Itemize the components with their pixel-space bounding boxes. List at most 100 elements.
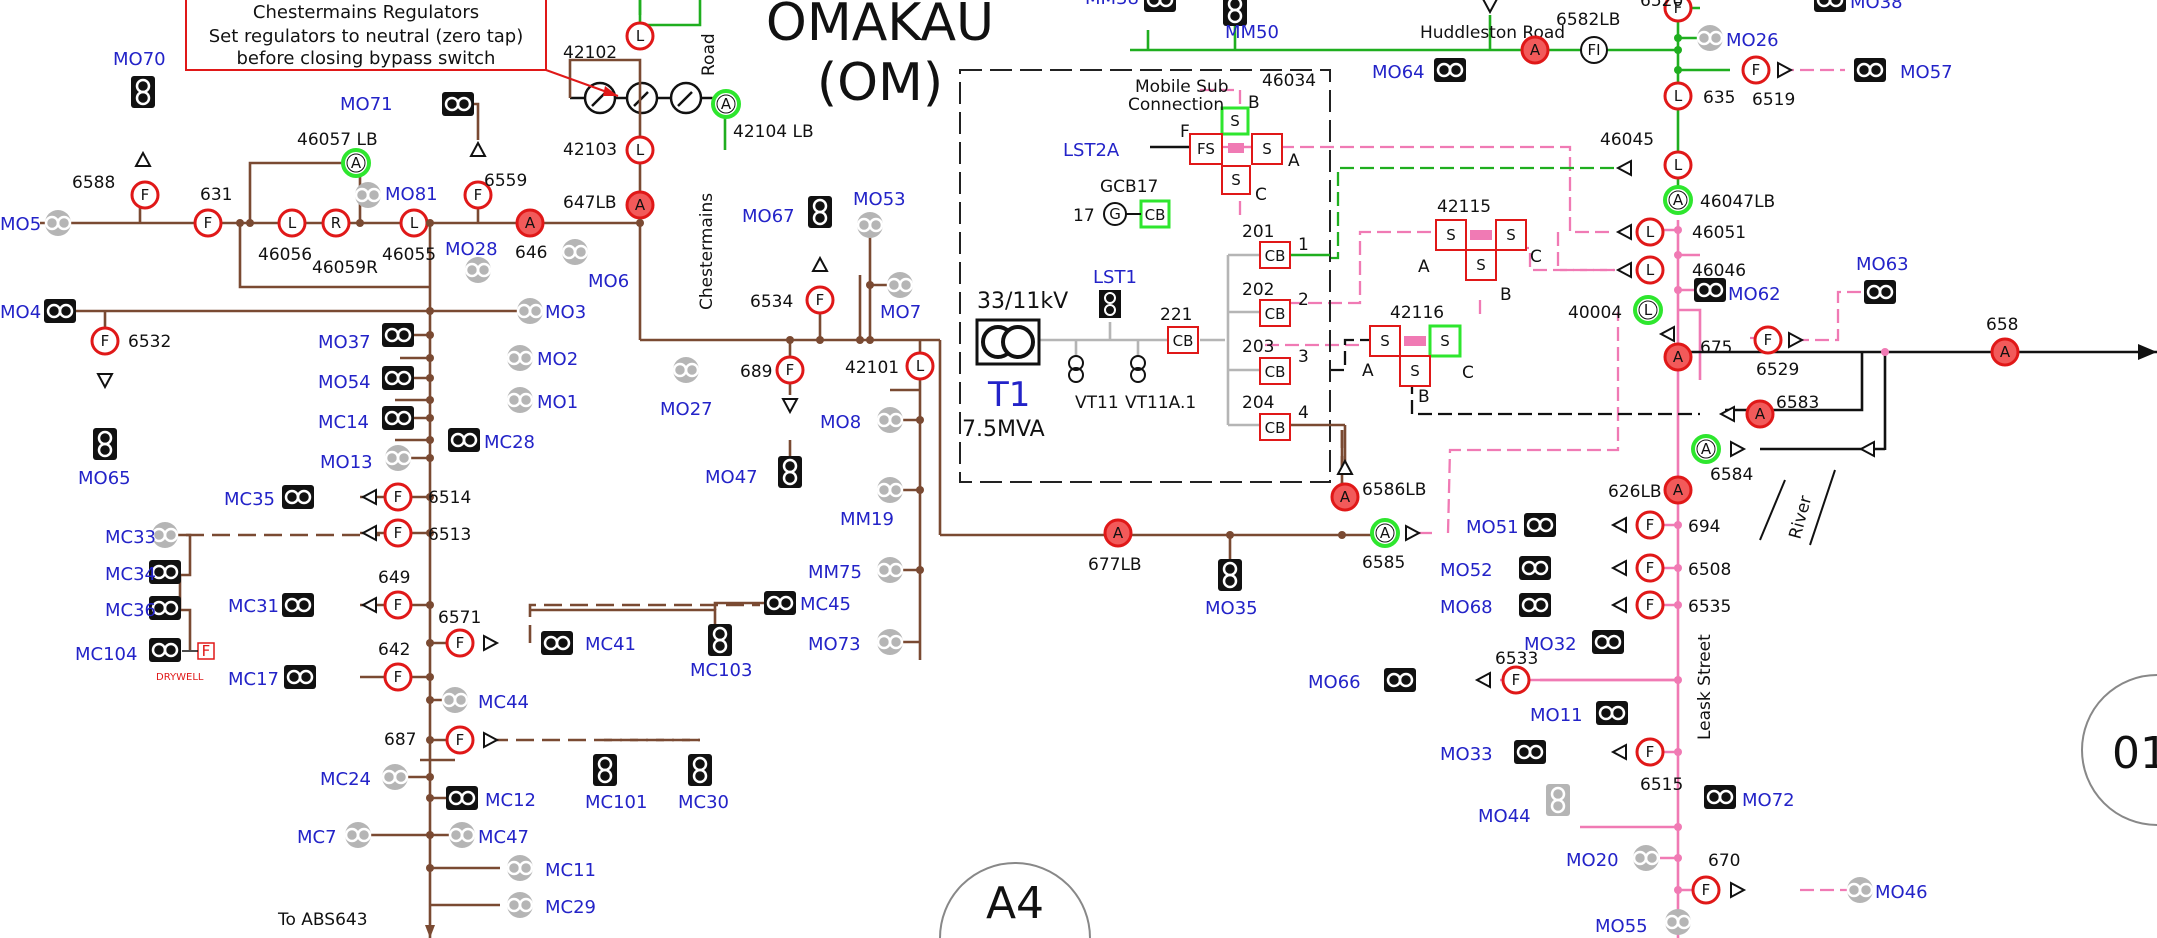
fuse-6515[interactable]: F <box>1635 737 1665 767</box>
transformer-mc24-icon[interactable] <box>381 764 409 790</box>
fuse-6588[interactable]: F <box>130 180 160 210</box>
switch-42115[interactable]: S S S <box>1435 219 1527 281</box>
transformer-mo28-icon[interactable] <box>464 257 492 283</box>
transformer-mo52-icon[interactable] <box>1519 556 1551 580</box>
transformer-mo62-icon[interactable] <box>1694 278 1726 302</box>
switch-40004[interactable]: L <box>1633 295 1663 325</box>
switch-42102[interactable]: L <box>625 21 655 51</box>
switch-6585[interactable]: A <box>1370 518 1400 548</box>
transformer-mm38-icon[interactable] <box>1144 0 1176 12</box>
fuse-694[interactable]: F <box>1635 510 1665 540</box>
transformer-mo26-icon[interactable] <box>1696 25 1724 51</box>
fuse-649[interactable]: F <box>383 590 413 620</box>
transformer-mo81-icon[interactable] <box>354 182 382 208</box>
transformer-mo35-icon[interactable] <box>1218 559 1242 591</box>
switch-46047[interactable]: A <box>1663 185 1693 215</box>
transformer-mo6-icon[interactable] <box>561 239 589 265</box>
fuse-689[interactable]: F <box>775 355 805 385</box>
transformer-mo67-icon[interactable] <box>808 196 832 228</box>
transformer-mo11-icon[interactable] <box>1596 701 1628 725</box>
cb-221[interactable]: CB <box>1167 326 1199 354</box>
transformer-mo46-icon[interactable] <box>1846 877 1874 903</box>
transformer-mo32-icon[interactable] <box>1592 630 1624 654</box>
fuse-6519[interactable]: F <box>1741 55 1771 85</box>
switch-626[interactable]: A <box>1663 475 1693 505</box>
transformer-mo1-icon[interactable] <box>506 387 534 413</box>
transformer-mo66-icon[interactable] <box>1384 668 1416 692</box>
fuse-631[interactable]: F <box>193 208 223 238</box>
transformer-mc41-icon[interactable] <box>541 631 573 655</box>
switch-6582[interactable]: A <box>1520 35 1550 65</box>
transformer-mo57-icon[interactable] <box>1854 58 1886 82</box>
transformer-mo47-icon[interactable] <box>778 456 802 488</box>
cb-203[interactable]: CB <box>1259 357 1291 385</box>
transformer-mo68-icon[interactable] <box>1519 593 1551 617</box>
transformer-mc44-icon[interactable] <box>441 687 469 713</box>
transformer-mo71-icon[interactable] <box>442 92 474 116</box>
fuse-687[interactable]: F <box>445 725 475 755</box>
transformer-mo7-icon[interactable] <box>886 272 914 298</box>
switch-675[interactable]: A <box>1663 342 1693 372</box>
transformer-mo5-icon[interactable] <box>44 210 72 236</box>
switch-646[interactable]: A <box>515 208 545 238</box>
switch-42101[interactable]: L <box>905 351 935 381</box>
transformer-mc12-icon[interactable] <box>446 786 478 810</box>
switch-42104[interactable]: A <box>711 89 741 119</box>
switch-46045[interactable]: L <box>1663 150 1693 180</box>
transformer-mo33-icon[interactable] <box>1514 740 1546 764</box>
fuse-6559[interactable]: F <box>463 180 493 210</box>
transformer-mo8-icon[interactable] <box>876 407 904 433</box>
cb-204[interactable]: CB <box>1259 413 1291 441</box>
transformer-mo72-icon[interactable] <box>1704 785 1736 809</box>
transformer-mc29-icon[interactable] <box>506 892 534 918</box>
transformer-mc36-icon[interactable] <box>149 596 181 620</box>
fuse-6571[interactable]: F <box>445 628 475 658</box>
transformer-mo38-icon[interactable] <box>1814 0 1846 12</box>
transformer-mo64-icon[interactable] <box>1434 58 1466 82</box>
transformer-mc34-icon[interactable] <box>149 560 181 584</box>
switch-6584[interactable]: A <box>1691 434 1721 464</box>
transformer-mc104-icon[interactable] <box>149 638 181 662</box>
switch-46051[interactable]: L <box>1635 217 1665 247</box>
transformer-mc30-icon[interactable] <box>688 754 712 786</box>
switch-46056[interactable]: L <box>277 208 307 238</box>
transformer-mo65-icon[interactable] <box>93 428 117 460</box>
transformer-mc103-icon[interactable] <box>708 624 732 656</box>
transformer-mc7-icon[interactable] <box>344 822 372 848</box>
transformer-mo53-icon[interactable] <box>856 212 884 238</box>
fuse-6529[interactable]: F <box>1753 325 1783 355</box>
switch-42116[interactable]: S S S <box>1369 324 1462 387</box>
fuse-6532[interactable]: F <box>90 326 120 356</box>
switch-46055[interactable]: L <box>399 208 429 238</box>
fuse-6520[interactable]: F <box>1663 0 1693 23</box>
transformer-mo2-icon[interactable] <box>506 345 534 371</box>
transformer-mo44-icon[interactable] <box>1546 784 1570 816</box>
transformer-mo70-icon[interactable] <box>131 76 155 108</box>
switch-658[interactable]: A <box>1990 337 2020 367</box>
fuse-642[interactable]: F <box>383 662 413 692</box>
transformer-mc35-icon[interactable] <box>282 485 314 509</box>
transformer-mo3-icon[interactable] <box>516 298 544 324</box>
transformer-mo4-icon[interactable] <box>44 299 76 323</box>
transformer-mm50-icon[interactable] <box>1223 0 1247 26</box>
transformer-mo63-icon[interactable] <box>1864 280 1896 304</box>
transformer-mc31-icon[interactable] <box>282 593 314 617</box>
switch-6586[interactable]: A <box>1330 482 1360 512</box>
transformer-mo27-icon[interactable] <box>672 357 700 383</box>
transformer-mc11-icon[interactable] <box>506 855 534 881</box>
switch-677[interactable]: A <box>1103 518 1133 548</box>
switch-6583[interactable]: A <box>1745 399 1775 429</box>
transformer-mo13-icon[interactable] <box>384 445 412 471</box>
cb-202[interactable]: CB <box>1259 299 1291 327</box>
fuse-6508[interactable]: F <box>1635 553 1665 583</box>
fuse-6514[interactable]: F <box>383 482 413 512</box>
fuse-6513[interactable]: F <box>383 518 413 548</box>
fuse-6533[interactable]: F <box>1501 665 1531 695</box>
switch-42103[interactable]: L <box>625 135 655 165</box>
transformer-mc45-icon[interactable] <box>764 591 796 615</box>
transformer-mo73-icon[interactable] <box>876 629 904 655</box>
transformer-mo51-icon[interactable] <box>1524 513 1556 537</box>
transformer-mc33-icon[interactable] <box>151 522 179 548</box>
transformer-mc47-icon[interactable] <box>448 822 476 848</box>
transformer-mc28-icon[interactable] <box>448 428 480 452</box>
